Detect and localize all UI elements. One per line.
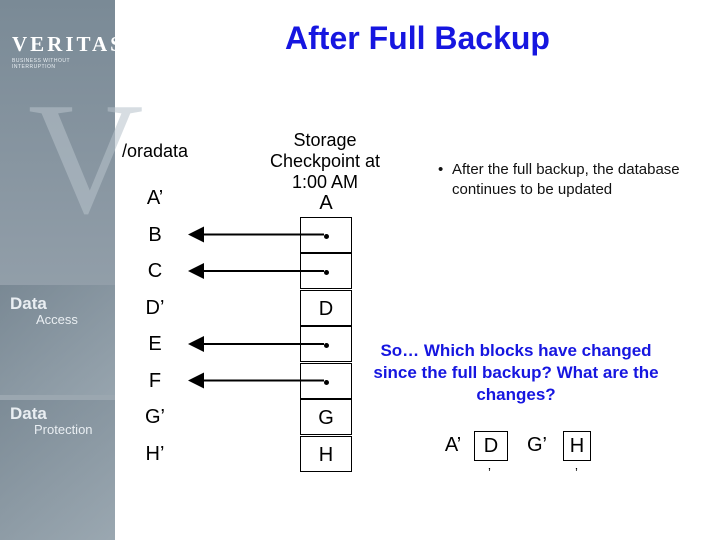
checkpoint-block-8: H — [300, 435, 352, 472]
oradata-block-4: D’ — [145, 296, 165, 319]
answer-block-h: H — [563, 431, 591, 461]
answer-sub-d: ’ — [488, 465, 491, 480]
bullet-dot-icon: • — [438, 161, 444, 178]
logo-tagline: BUSINESS WITHOUT INTERRUPTION — [12, 58, 70, 70]
bullet-text: After the full backup, the database cont… — [452, 161, 680, 198]
oradata-block-2: B — [148, 223, 162, 246]
sidebar-data-access-2: Access — [36, 312, 78, 327]
pointer-dot-icon — [323, 270, 329, 276]
pointer-dot-icon — [323, 233, 329, 239]
slide-title: After Full Backup — [285, 20, 550, 56]
sidebar-data-protection-1: Data — [10, 404, 47, 423]
oradata-block-7: G’ — [145, 406, 165, 428]
answer-sub-h: ’ — [575, 465, 578, 480]
answer-block-g: G’ — [527, 434, 547, 456]
bullet-text-item: • After the full backup, the database co… — [438, 160, 692, 200]
oradata-block-8: H’ — [145, 442, 165, 465]
veritas-v-watermark-icon: V — [28, 69, 144, 247]
oradata-block-5: E — [148, 333, 162, 355]
checkpoint-block-4: D — [300, 289, 352, 326]
question-text: So… Which blocks have changed since the … — [373, 341, 659, 404]
oradata-block-6: F — [148, 369, 162, 392]
sidebar-data-protection-2: Protection — [34, 422, 93, 437]
sidebar: V VERITAS BUSINESS WITHOUT INTERRUPTION … — [0, 0, 144, 540]
sidebar-data-access-1: Data — [10, 294, 47, 313]
checkpoint-block-1: A — [319, 192, 333, 214]
pointer-dot-icon — [323, 379, 329, 385]
pointer-dot-icon — [323, 343, 329, 349]
answer-block-a: A’ — [444, 434, 462, 456]
veritas-logo: VERITAS — [12, 32, 125, 56]
sidebar-photo-access — [0, 285, 115, 395]
answer-block-d: D — [474, 431, 508, 461]
oradata-block-3: C — [147, 260, 163, 282]
oradata-block-1: A’ — [146, 187, 164, 209]
oradata-label: /oradata — [122, 141, 189, 161]
checkpoint-label: Storage Checkpoint at 1:00 AM — [269, 130, 381, 192]
sidebar-photo-protection — [0, 400, 115, 540]
checkpoint-block-7: G — [300, 399, 352, 435]
